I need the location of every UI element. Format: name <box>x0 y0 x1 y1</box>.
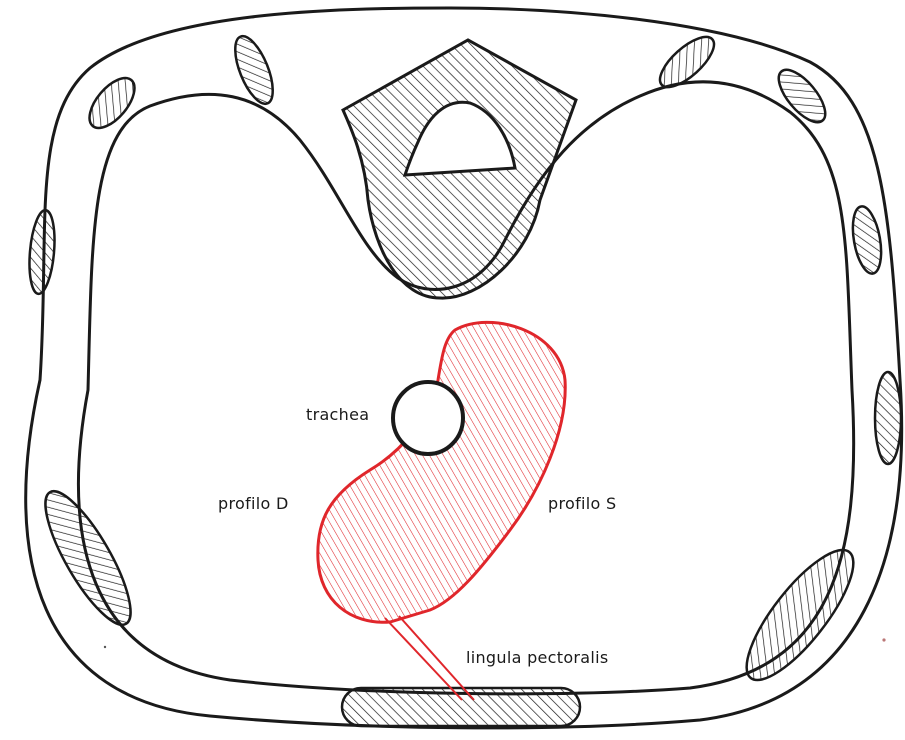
stray-dot <box>104 646 106 648</box>
lingula-pectoralis-label: lingula pectoralis <box>466 648 609 667</box>
profilo-s-label: profilo S <box>548 494 616 513</box>
rib-section-right-lower <box>875 372 901 464</box>
rib-section-upper-right <box>652 29 721 95</box>
sternum <box>342 688 580 726</box>
rib-section-right-low <box>730 536 869 694</box>
rib-section-right-mid <box>848 204 885 275</box>
profilo-d-label: profilo D <box>218 494 289 513</box>
stray-dot <box>882 638 885 641</box>
highlighted-region <box>318 322 565 622</box>
rib-section-left-mid <box>26 209 57 295</box>
rib-section-left-top <box>81 70 143 135</box>
trachea-ring <box>393 382 463 454</box>
trachea-label: trachea <box>306 405 369 424</box>
